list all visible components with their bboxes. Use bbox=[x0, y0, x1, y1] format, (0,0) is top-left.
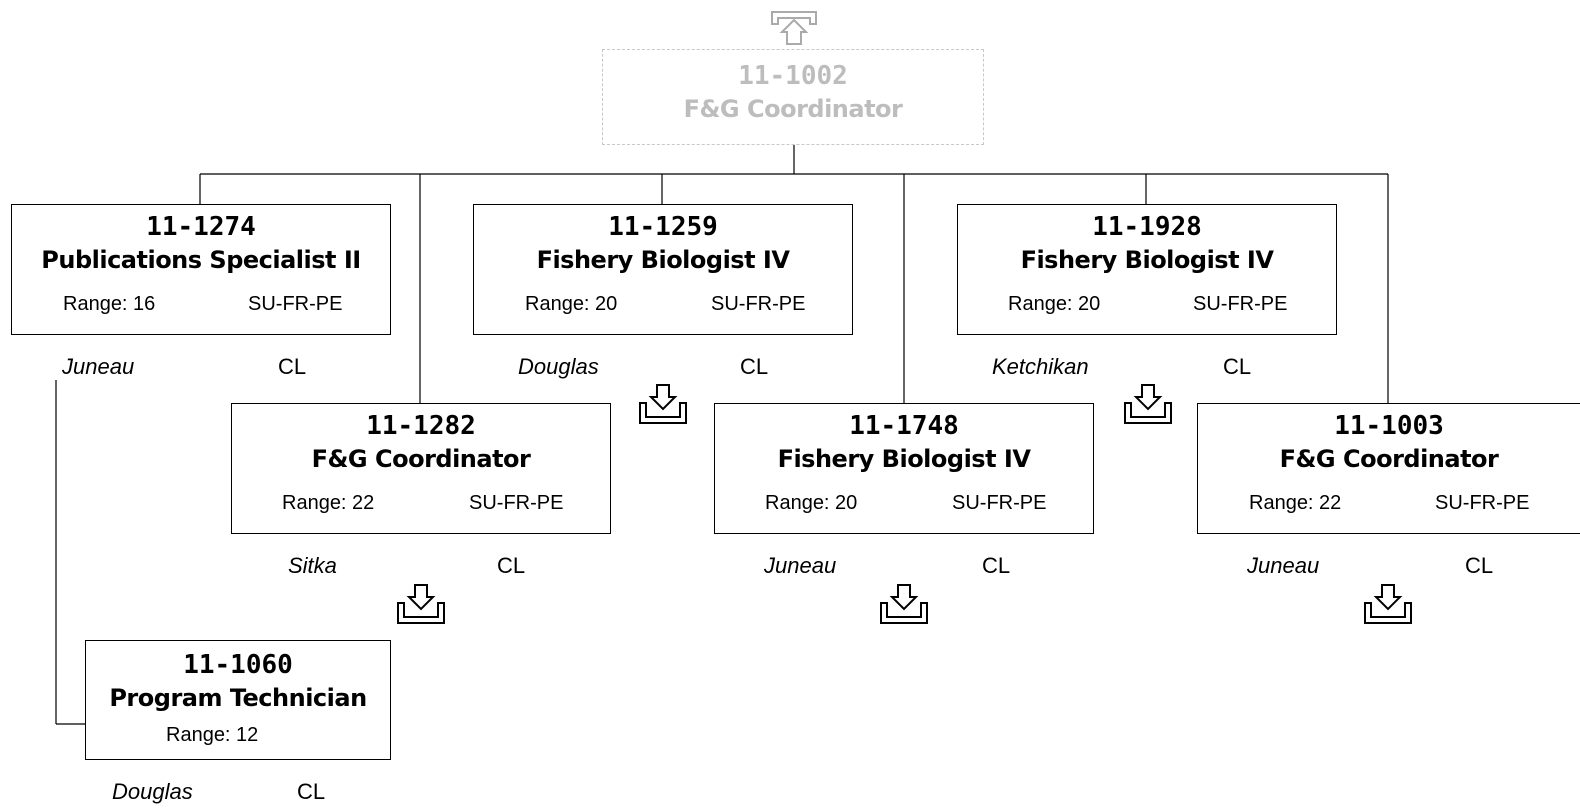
bargaining-unit: SU-FR-PE bbox=[952, 492, 1047, 514]
status-label: CL bbox=[740, 354, 769, 379]
status-label: CL bbox=[297, 779, 326, 804]
pay-range: Range: 12 bbox=[166, 724, 259, 746]
location-label: Juneau bbox=[62, 354, 135, 379]
position-number: 11-1274 bbox=[146, 212, 256, 242]
bargaining-unit: SU-FR-PE bbox=[1193, 293, 1288, 315]
expand-subordinates-icon[interactable] bbox=[1124, 383, 1172, 425]
position-box[interactable]: 11-1259 Fishery Biologist IV Range: 20 S… bbox=[473, 204, 853, 335]
position-number: 11-1259 bbox=[608, 212, 718, 242]
location-label: Ketchikan bbox=[992, 354, 1089, 379]
pay-range: Range: 22 bbox=[282, 492, 375, 514]
bargaining-unit: SU-FR-PE bbox=[711, 293, 806, 315]
position-box[interactable]: 11-1274 Publications Specialist II Range… bbox=[11, 204, 391, 335]
position-title: F&G Coordinator bbox=[683, 95, 903, 123]
expand-subordinates-icon[interactable] bbox=[880, 583, 928, 625]
location-label: Juneau bbox=[764, 553, 837, 578]
pay-range: Range: 22 bbox=[1249, 492, 1342, 514]
position-box[interactable]: 11-1003 F&G Coordinator Range: 22 SU-FR-… bbox=[1197, 403, 1580, 534]
pay-range: Range: 20 bbox=[765, 492, 858, 514]
position-title: Fishery Biologist IV bbox=[777, 445, 1031, 473]
position-box[interactable]: 11-1282 F&G Coordinator Range: 22 SU-FR-… bbox=[231, 403, 611, 534]
status-label: CL bbox=[1223, 354, 1252, 379]
position-number: 11-1282 bbox=[366, 411, 476, 441]
bargaining-unit: SU-FR-PE bbox=[248, 293, 343, 315]
position-number: 11-1003 bbox=[1334, 411, 1444, 441]
status-label: CL bbox=[1465, 553, 1494, 578]
position-number: 11-1002 bbox=[738, 61, 848, 91]
position-title: Fishery Biologist IV bbox=[1020, 246, 1274, 274]
navigate-up-icon[interactable] bbox=[771, 10, 817, 46]
location-label: Sitka bbox=[288, 553, 337, 578]
parent-position-box[interactable]: 11-1002 F&G Coordinator bbox=[602, 49, 984, 145]
pay-range: Range: 16 bbox=[63, 293, 156, 315]
expand-subordinates-icon[interactable] bbox=[397, 583, 445, 625]
status-label: CL bbox=[497, 553, 526, 578]
bargaining-unit: SU-FR-PE bbox=[1435, 492, 1530, 514]
pay-range: Range: 20 bbox=[525, 293, 618, 315]
pay-range: Range: 20 bbox=[1008, 293, 1101, 315]
status-label: CL bbox=[982, 553, 1011, 578]
position-title: Fishery Biologist IV bbox=[536, 246, 790, 274]
position-box[interactable]: 11-1748 Fishery Biologist IV Range: 20 S… bbox=[714, 403, 1094, 534]
location-label: Douglas bbox=[518, 354, 599, 379]
location-label: Douglas bbox=[112, 779, 193, 804]
position-number: 11-1748 bbox=[849, 411, 959, 441]
expand-subordinates-icon[interactable] bbox=[639, 383, 687, 425]
position-box[interactable]: 11-1928 Fishery Biologist IV Range: 20 S… bbox=[957, 204, 1337, 335]
position-title: Program Technician bbox=[109, 684, 367, 712]
bargaining-unit: SU-FR-PE bbox=[469, 492, 564, 514]
position-title: F&G Coordinator bbox=[1279, 445, 1499, 473]
status-label: CL bbox=[278, 354, 307, 379]
position-title: Publications Specialist II bbox=[41, 246, 361, 274]
position-box[interactable]: 11-1060 Program Technician Range: 12 bbox=[85, 640, 391, 760]
position-number: 11-1928 bbox=[1092, 212, 1202, 242]
position-number: 11-1060 bbox=[183, 650, 293, 680]
position-title: F&G Coordinator bbox=[311, 445, 531, 473]
location-label: Juneau bbox=[1247, 553, 1320, 578]
expand-subordinates-icon[interactable] bbox=[1364, 583, 1412, 625]
